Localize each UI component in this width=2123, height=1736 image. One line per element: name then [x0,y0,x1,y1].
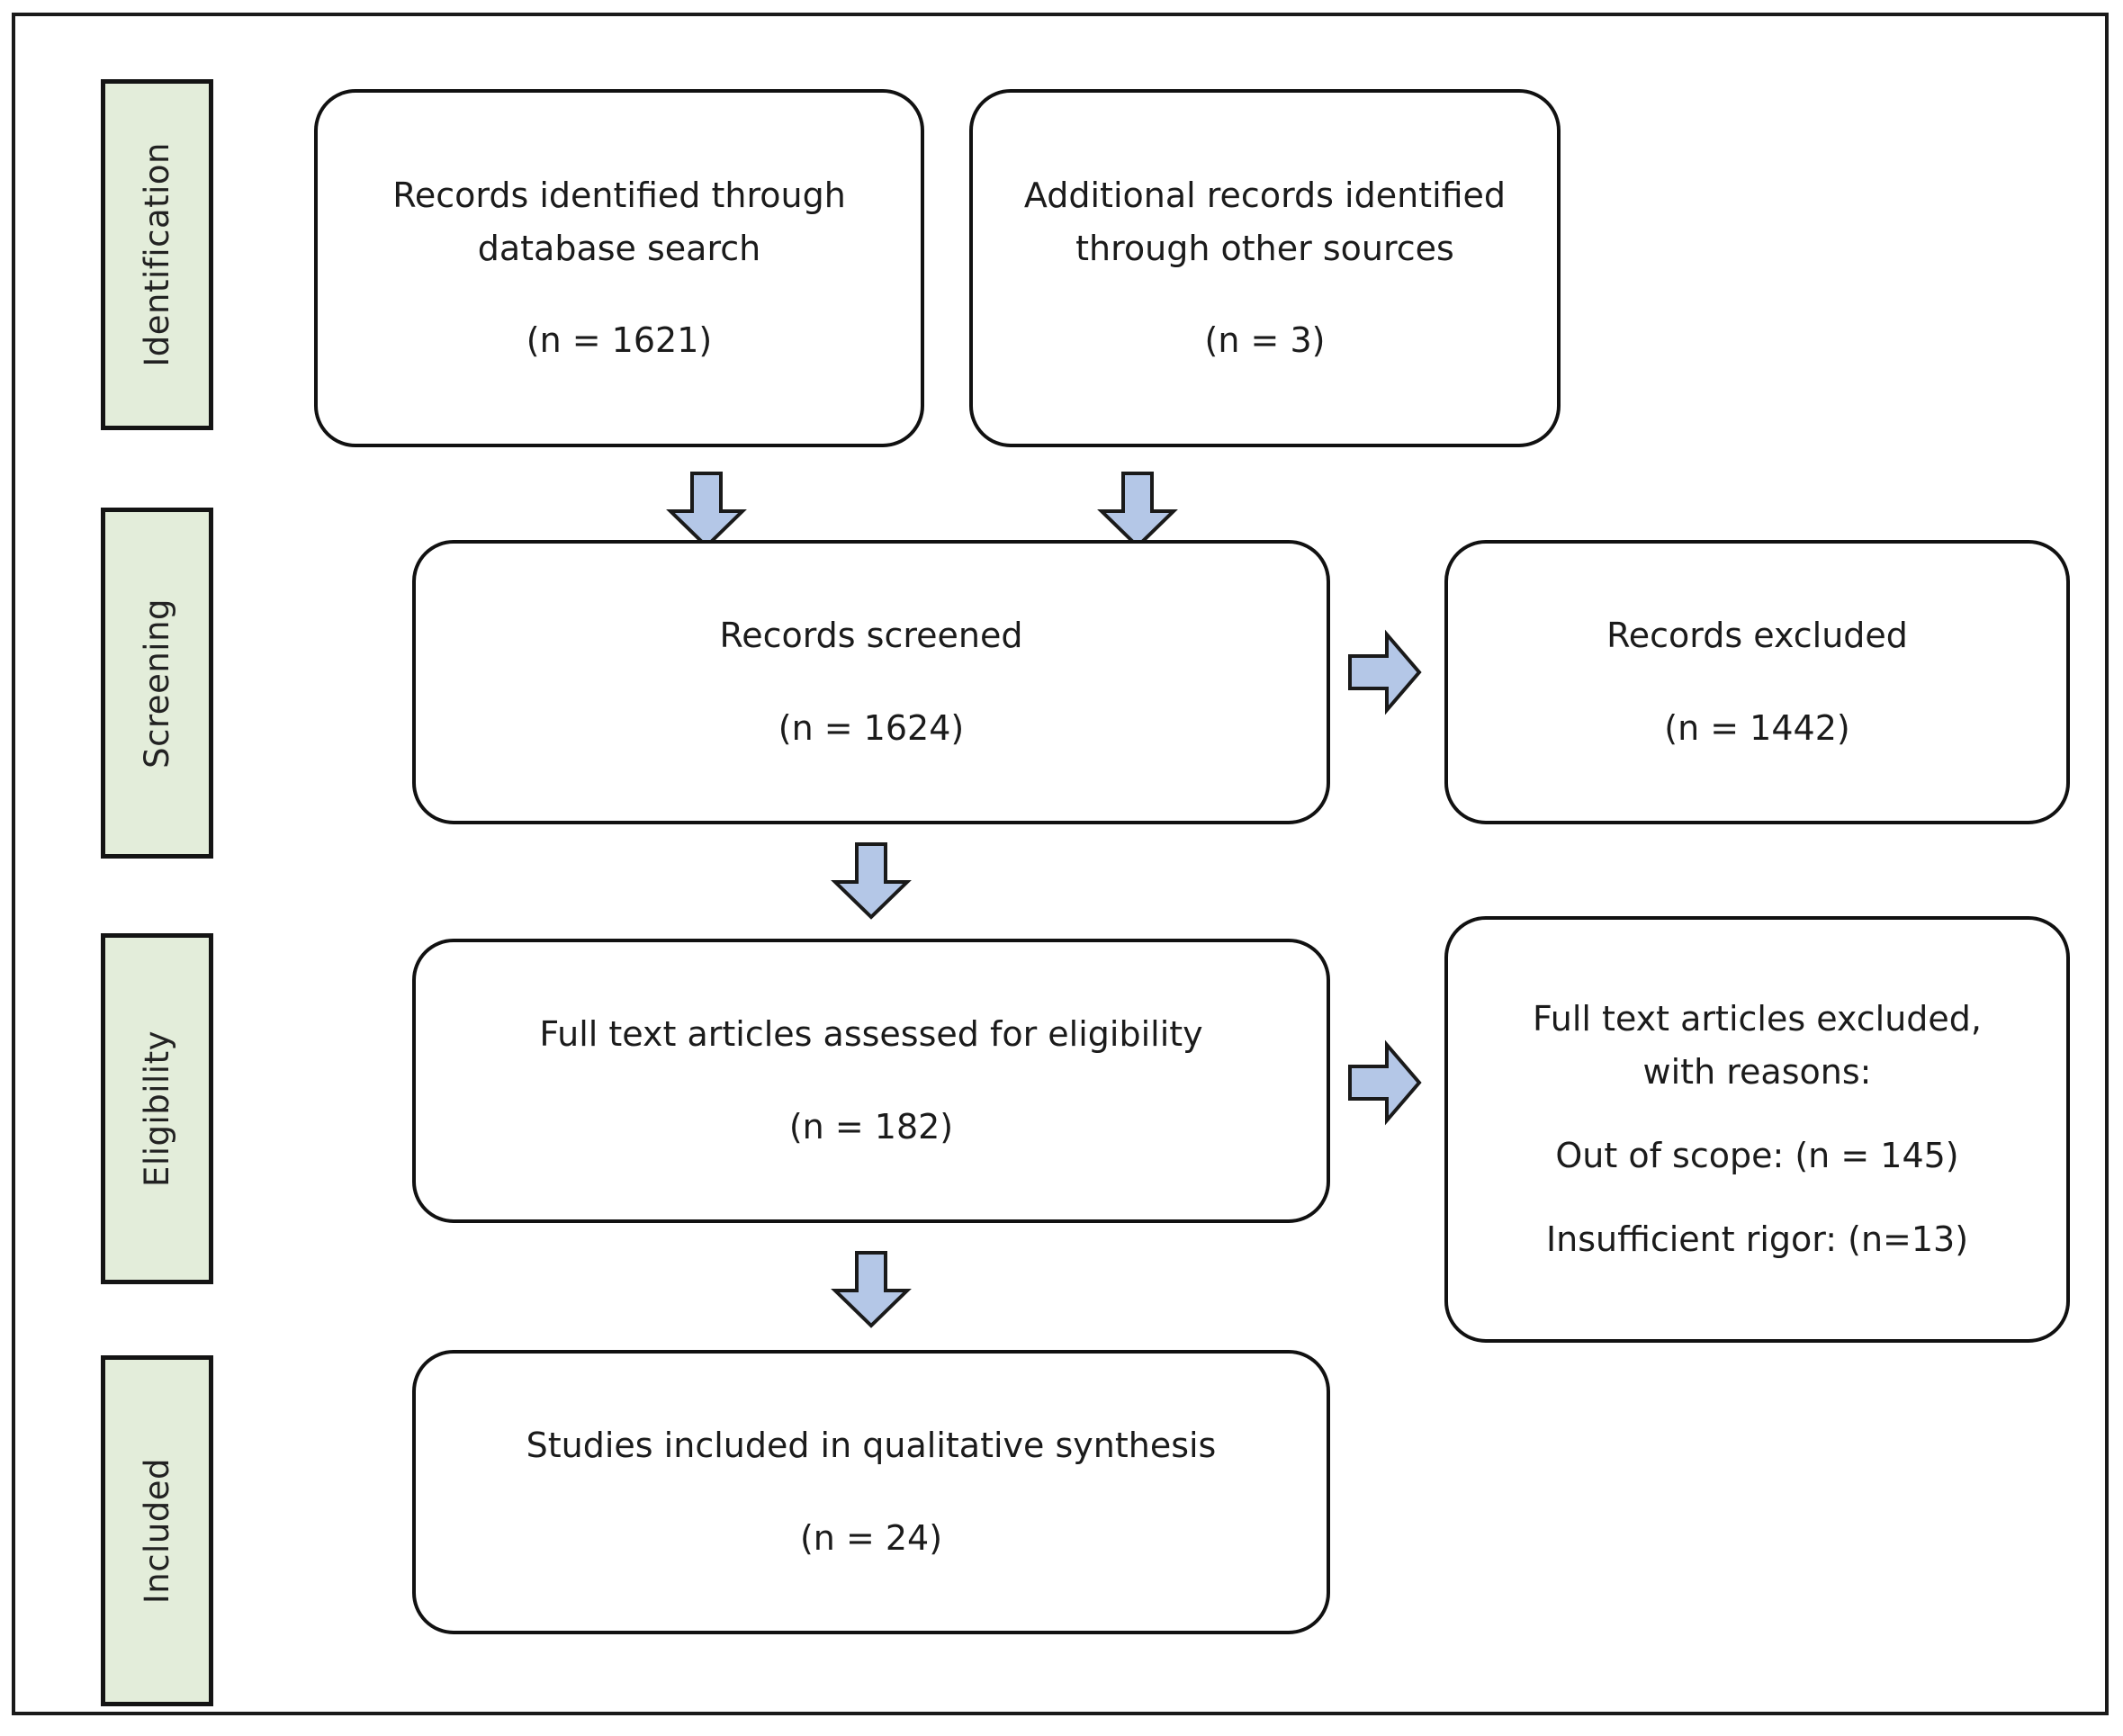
stage-label-identification-text: Identification [138,142,176,367]
stage-label-eligibility-text: Eligibility [138,1030,176,1187]
node-fulltext-excluded-line1: Full text articles excluded, [1533,999,1982,1039]
stage-label-screening-text: Screening [138,598,176,769]
node-records-excluded: Records excluded (n = 1442) [1444,540,2070,824]
stage-label-included: Included [101,1355,213,1706]
stage-label-eligibility: Eligibility [101,933,213,1284]
stage-label-screening: Screening [101,508,213,859]
arrow-right-fulltext-to-excluded [1348,1039,1422,1126]
node-records-other-line1: Additional records identified [1023,175,1507,215]
node-fulltext-excluded-reasons: Full text articles excluded, with reason… [1444,916,2070,1343]
node-fulltext-excluded-reason-insufficient-rigor: Insufficient rigor: (n=13) [1545,1219,1969,1259]
node-fulltext-assessed-count: (n = 182) [788,1107,954,1147]
node-studies-included-count: (n = 24) [799,1518,943,1558]
node-records-screened-line1: Records screened [719,616,1023,656]
node-records-excluded-count: (n = 1442) [1664,708,1850,748]
node-records-identified-database: Records identified through database sear… [314,89,924,447]
arrow-down-database-to-screened [666,472,747,549]
node-records-other-line2: through other sources [1075,228,1454,268]
node-records-screened: Records screened (n = 1624) [412,540,1330,824]
arrow-down-screened-to-fulltext [831,842,912,920]
node-records-database-line2: database search [477,228,761,268]
node-records-screened-count: (n = 1624) [778,708,965,748]
stage-label-included-text: Included [138,1457,176,1605]
arrow-right-screened-to-excluded [1348,629,1422,715]
arrow-down-other-to-screened [1097,472,1178,549]
node-records-other-count: (n = 3) [1204,320,1326,361]
node-fulltext-assessed-line1: Full text articles assessed for eligibil… [539,1014,1203,1055]
node-records-database-count: (n = 1621) [526,320,713,361]
node-additional-records-other-sources: Additional records identified through ot… [969,89,1561,447]
arrow-down-fulltext-to-included [831,1251,912,1328]
node-records-database-line1: Records identified through [392,175,846,215]
stage-label-identification: Identification [101,79,213,430]
diagram-frame: Identification Screening Eligibility Inc… [12,13,2109,1715]
node-fulltext-assessed-eligibility: Full text articles assessed for eligibil… [412,939,1330,1223]
node-studies-included-line1: Studies included in qualitative synthesi… [526,1426,1217,1466]
node-studies-included-qualitative-synthesis: Studies included in qualitative synthesi… [412,1350,1330,1634]
node-records-excluded-line1: Records excluded [1606,616,1908,656]
node-fulltext-excluded-reason-out-of-scope: Out of scope: (n = 145) [1555,1136,1959,1175]
node-fulltext-excluded-line2: with reasons: [1642,1052,1872,1093]
